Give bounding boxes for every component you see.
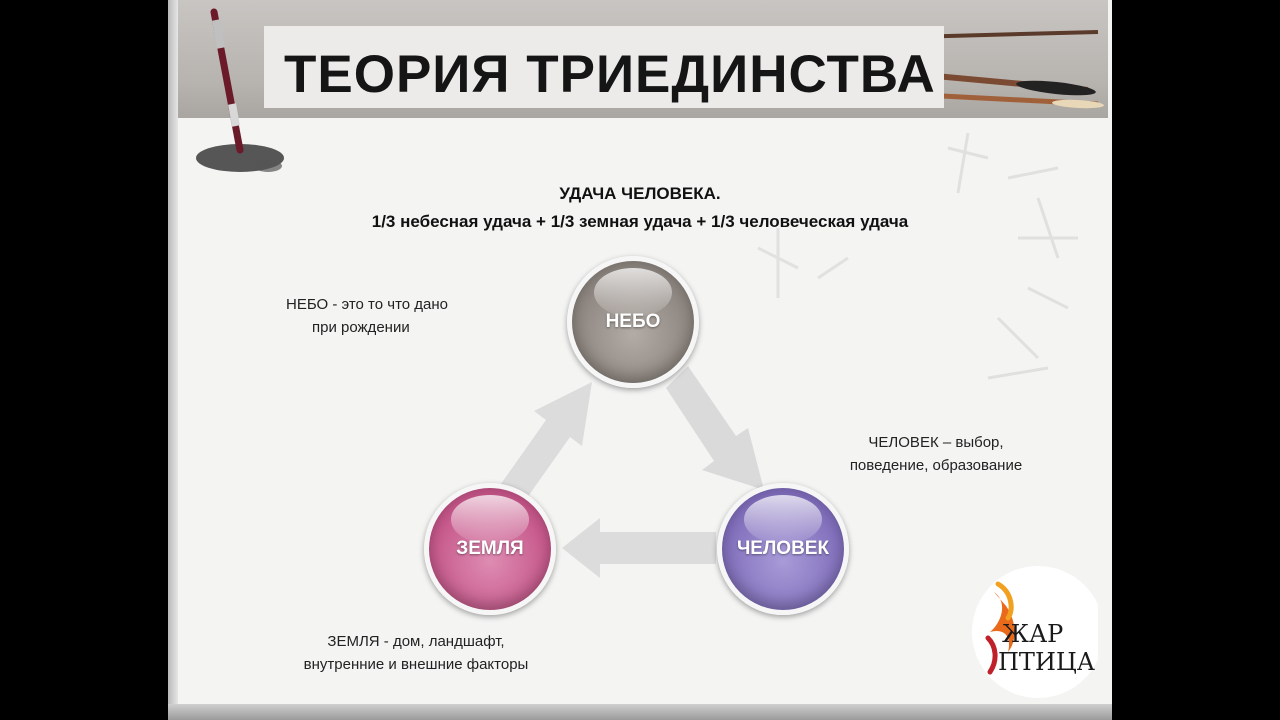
paper-texture-background	[757, 132, 1078, 380]
node-chelovek: ЧЕЛОВЕК	[717, 483, 849, 615]
arrow-chelovek-to-zemlya	[562, 518, 716, 578]
node-nebo: НЕБО	[567, 256, 699, 388]
arrow-nebo-to-chelovek	[666, 366, 764, 490]
cycle-arrows	[498, 366, 764, 578]
title-box	[264, 26, 944, 108]
node-zemlya: ЗЕМЛЯ	[424, 483, 556, 615]
slide-bottom-edge	[168, 704, 1112, 720]
logo-line-2: ПТИЦА	[998, 648, 1095, 676]
node-gloss	[450, 495, 530, 545]
note-zemlya-line-2: внутренние и внешние факторы	[303, 656, 529, 673]
node-gloss	[593, 268, 673, 318]
node-zemlya-label: ЗЕМЛЯ	[456, 538, 524, 559]
note-zemlya: ЗЕМЛЯ - дом, ландшафт, внутренние и внеш…	[266, 630, 566, 676]
slide: ТЕОРИЯ ТРИЕДИНСТВА УДАЧА ЧЕЛОВЕКА. 1/3 н…	[168, 0, 1112, 720]
logo-line-1: ЖАР	[1002, 620, 1063, 648]
node-nebo-label: НЕБО	[605, 311, 661, 332]
node-chelovek-label: ЧЕЛОВЕК	[736, 538, 830, 559]
node-gloss	[743, 495, 823, 545]
slide-left-edge	[168, 0, 178, 720]
zhar-ptitsa-logo: ЖАР ПТИЦА	[972, 566, 1098, 698]
note-nebo-line-2: при рождении	[312, 319, 410, 336]
slide-title: ТЕОРИЯ ТРИЕДИНСТВА	[284, 45, 936, 104]
pen-ink-image	[196, 8, 284, 172]
subtitle-line-1: УДАЧА ЧЕЛОВЕКА.	[559, 184, 721, 203]
subtitle-line-2: 1/3 небесная удача + 1/3 земная удача + …	[371, 212, 909, 231]
note-chelovek-line-1: ЧЕЛОВЕК – выбор,	[868, 434, 1004, 451]
arrow-zemlya-to-nebo	[498, 382, 592, 505]
note-nebo-line-1: НЕБО - это то что дано	[286, 296, 449, 313]
note-zemlya-line-1: ЗЕМЛЯ - дом, ландшафт,	[327, 633, 505, 650]
subtitle: УДАЧА ЧЕЛОВЕКА. 1/3 небесная удача + 1/3…	[168, 180, 1112, 236]
note-chelovek-line-2: поведение, образование	[849, 457, 1023, 474]
note-nebo: НЕБО - это то что дано при рождении	[286, 293, 516, 339]
note-chelovek: ЧЕЛОВЕК – выбор, поведение, образование	[816, 431, 1056, 477]
